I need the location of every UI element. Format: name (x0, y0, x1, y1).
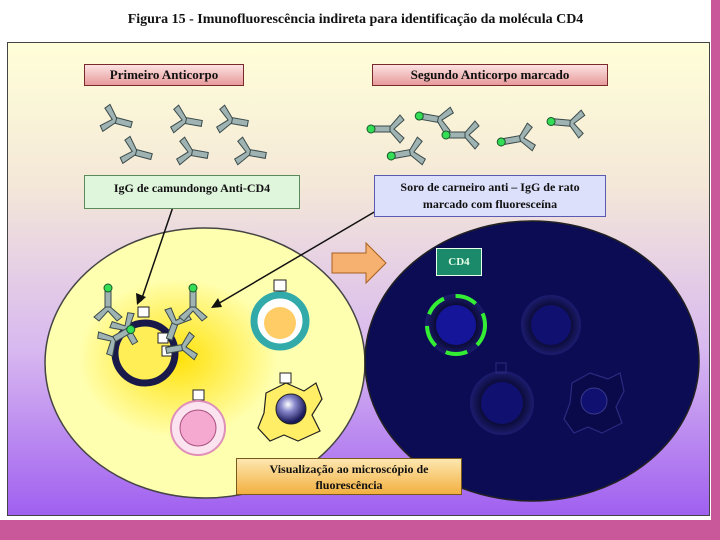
antibody-icon (98, 102, 136, 139)
secondary-antibody-label: Segundo Anticorpo marcado (372, 64, 608, 86)
labeled-antibody-icon (412, 101, 455, 137)
pointer-arrow (215, 210, 377, 306)
macrophage-cell (257, 372, 323, 442)
dark-cell (470, 362, 534, 435)
dark-cell (521, 295, 581, 355)
sheep-serum-label: Soro de carneiro anti – IgG de rato marc… (374, 175, 606, 217)
primary-antibody-icons (98, 102, 269, 171)
secondary-antibody-icons (366, 101, 586, 171)
labeled-antibody-icon (494, 121, 537, 157)
labeled-antibody-icon (384, 135, 427, 171)
sheep-serum-label-line1: Soro de carneiro anti – IgG de rato (400, 180, 580, 194)
figure-title: Figura 15 - Imunofluorescência indireta … (127, 12, 584, 27)
antibody-icon (169, 103, 205, 138)
antibody-icon (233, 135, 269, 170)
pointer-arrow (140, 197, 177, 302)
slide: Figura 15 - Imunofluorescência indireta … (0, 0, 711, 520)
pointer-arrow-head (136, 293, 146, 305)
igg-mouse-label: IgG de camundongo Anti-CD4 (84, 175, 300, 209)
diagram-artwork (44, 101, 700, 502)
teal-cell (250, 279, 310, 351)
labeled-antibody-icon (441, 120, 480, 150)
primary-antibody-label: Primeiro Anticorpo (84, 64, 244, 86)
block-arrow-icon (331, 241, 387, 285)
microscope-field (364, 220, 700, 502)
fluorescent-cell (425, 294, 487, 356)
antibody-icon (215, 103, 251, 138)
antibody-icon (118, 134, 156, 171)
pointer-arrow-head (211, 298, 222, 308)
sheep-serum-label-line2: marcado com fluoresceína (422, 197, 558, 211)
antibody-icon (175, 135, 211, 170)
cd4-positive-cell (93, 283, 208, 387)
visualization-label-line1: Visualização ao microscópio de (269, 462, 429, 476)
pink-cell (170, 389, 226, 456)
labeled-antibody-icon (545, 106, 586, 139)
dark-irregular-cell (563, 372, 625, 434)
visualization-label-line2: fluorescência (315, 478, 383, 492)
diagram-panel: Primeiro Anticorpo Segundo Anticorpo mar… (7, 42, 710, 516)
labeled-antibody-icon (366, 114, 405, 144)
cd4-label: CD4 (436, 248, 482, 276)
visualization-label: Visualização ao microscópio de fluorescê… (236, 458, 462, 495)
